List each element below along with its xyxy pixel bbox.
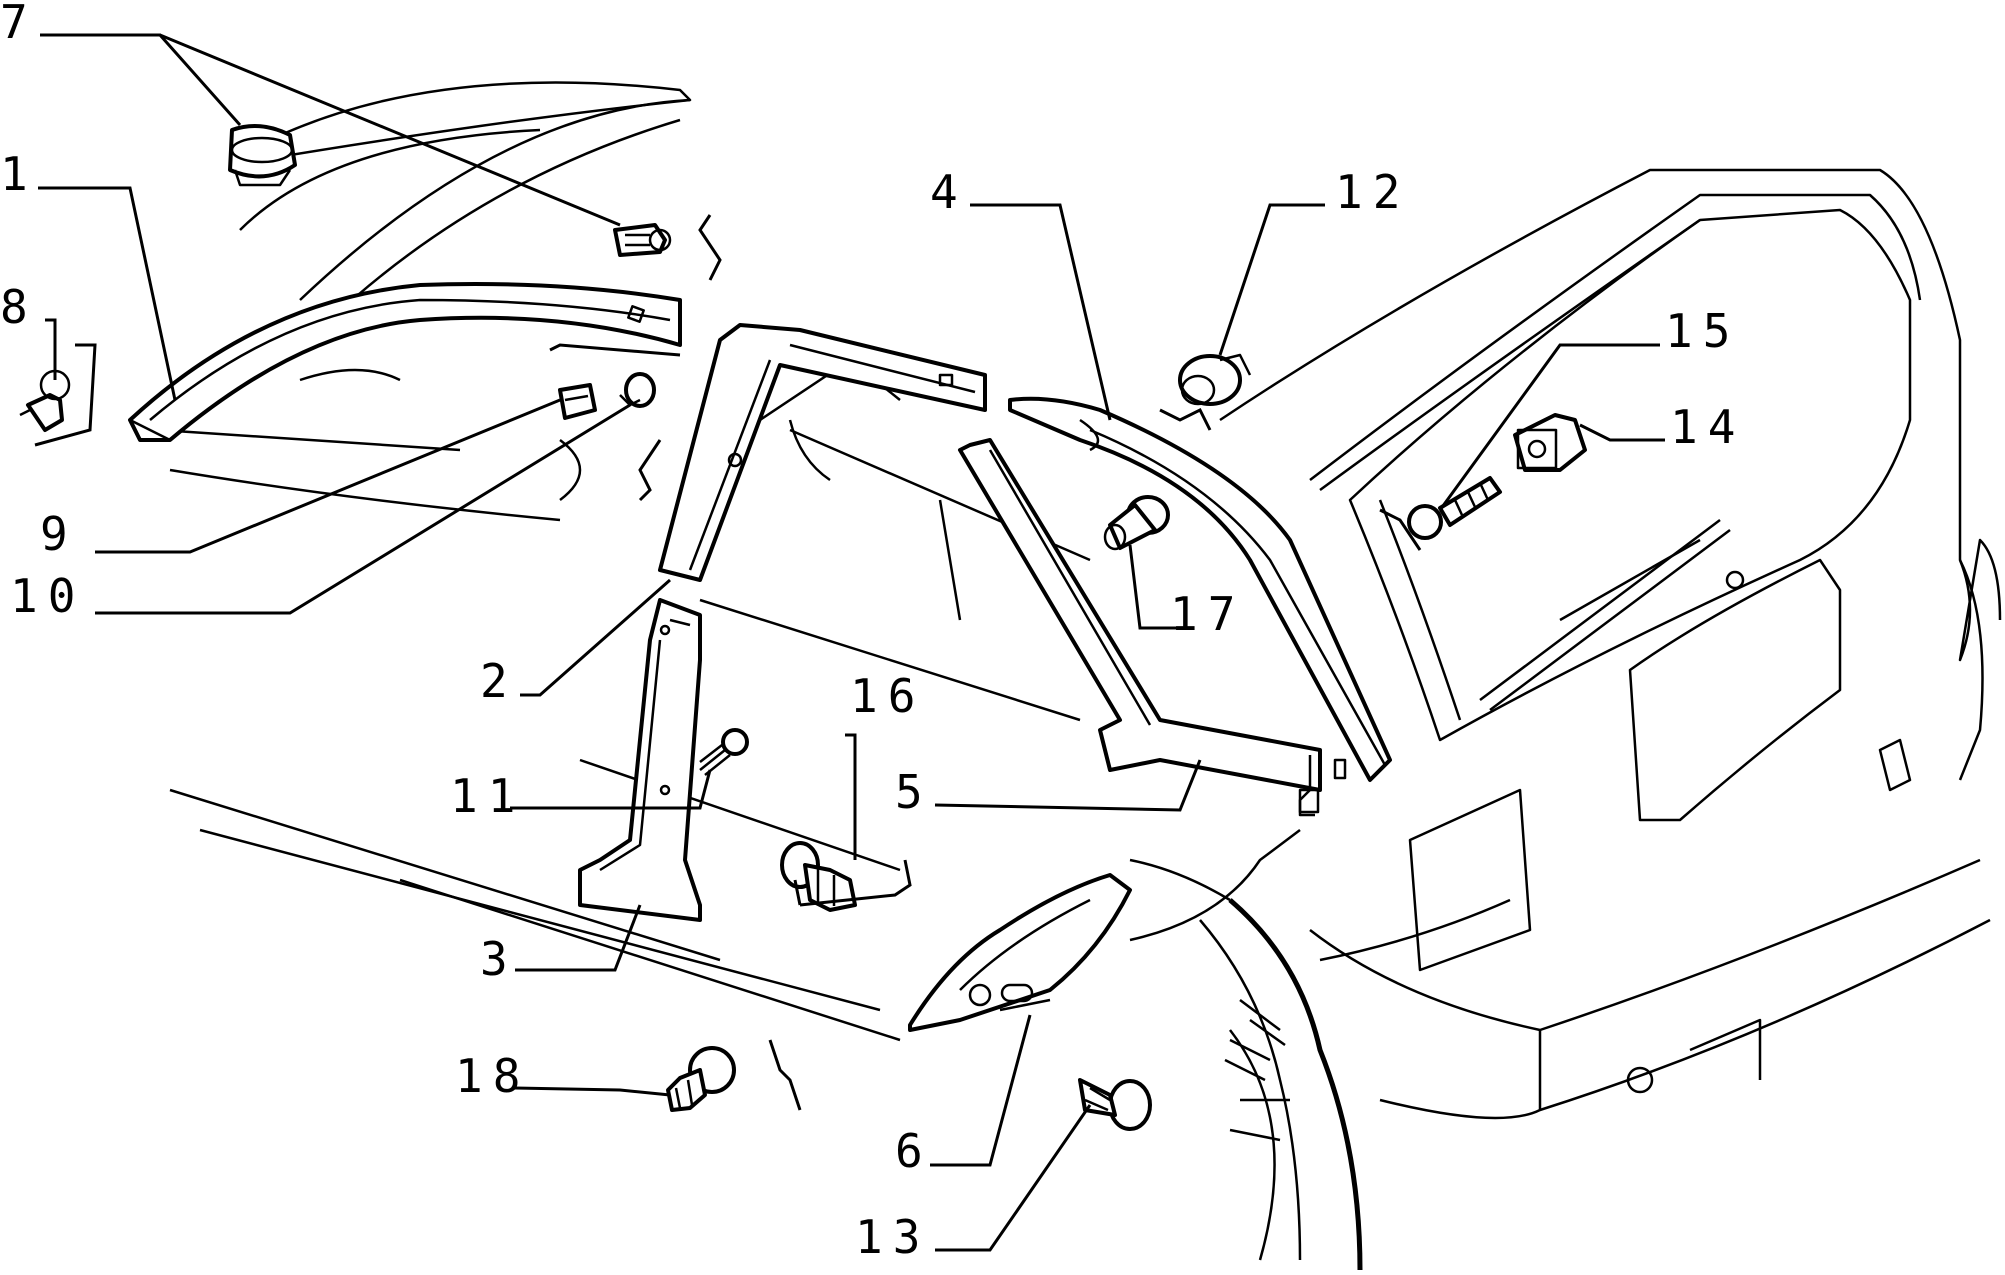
part-14-square-nut-icon [1513, 413, 1587, 472]
callout-13: 13 [855, 1210, 930, 1264]
callout-labels: 7 1 8 9 10 2 11 3 18 4 12 15 14 17 16 5 … [0, 0, 1745, 1264]
part-15-bolt-icon [1407, 476, 1502, 540]
part-11-screw-icon [699, 728, 749, 776]
part-13-push-fastener-icon [1078, 1078, 1152, 1131]
callout-6: 6 [895, 1124, 933, 1178]
part-1-a-pillar-trim [128, 282, 682, 442]
callout-15: 15 [1665, 304, 1740, 358]
callout-14: 14 [1670, 400, 1745, 454]
callout-7: 7 [0, 0, 38, 49]
part-10-round-clip-icon [619, 372, 656, 408]
part-7-clip-icon [228, 124, 297, 187]
part-7-clip-icon-2 [613, 223, 672, 257]
part-4-c-pillar-trim [1008, 396, 1392, 782]
leader-lines [38, 33, 1665, 1252]
part-16-push-rivet-icon [780, 841, 857, 912]
callout-17: 17 [1170, 587, 1245, 641]
part-9-square-clip-icon [558, 383, 597, 420]
callout-3: 3 [480, 932, 518, 986]
callout-2: 2 [480, 654, 518, 708]
callout-4: 4 [930, 165, 968, 219]
part-2-b-pillar-upper-trim [658, 323, 987, 582]
part-12-round-clip-icon [1178, 353, 1252, 406]
callout-8: 8 [0, 280, 38, 334]
part-8-push-clip-icon [19, 369, 71, 432]
callout-12: 12 [1335, 165, 1410, 219]
part-5-quarter-window-trim [958, 438, 1347, 817]
callout-1: 1 [0, 147, 38, 201]
callout-10: 10 [10, 569, 85, 623]
part-3-b-pillar-lower-trim [578, 598, 702, 922]
callout-9: 9 [40, 507, 78, 561]
callout-5: 5 [895, 765, 933, 819]
mounting-brackets [34, 214, 1422, 1111]
part-17-pin-icon [1103, 495, 1170, 551]
callout-16: 16 [850, 669, 925, 723]
callout-18: 18 [455, 1049, 530, 1103]
callout-11: 11 [450, 769, 525, 823]
part-6-kick-panel [908, 873, 1132, 1032]
part-18-push-rivet-icon [666, 1046, 736, 1112]
